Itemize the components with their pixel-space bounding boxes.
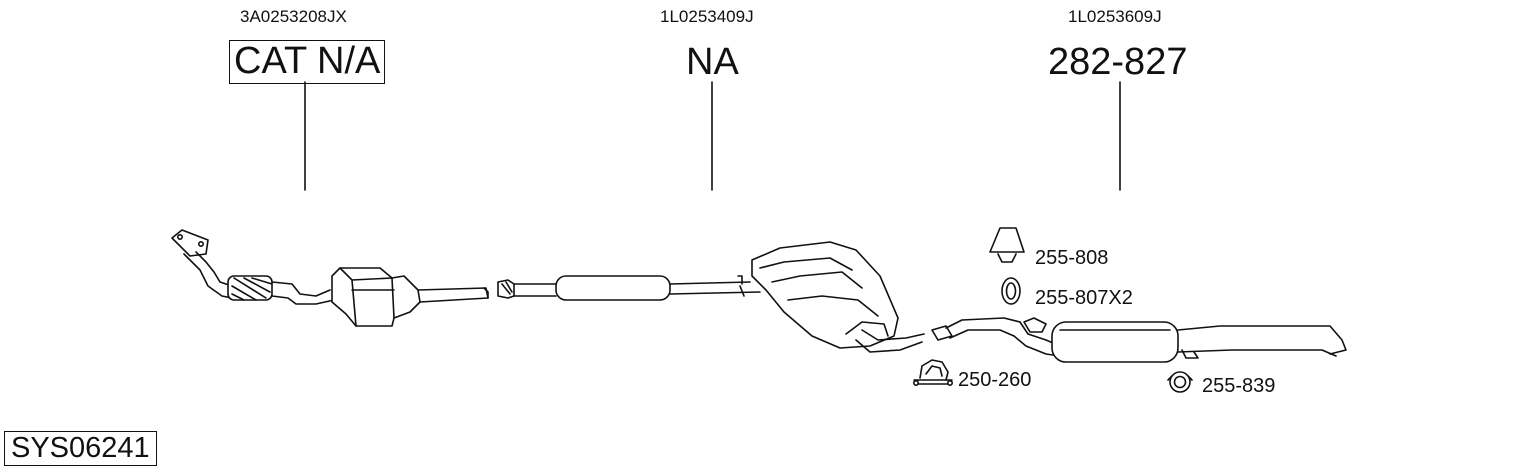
ring-mount-icon	[1167, 371, 1193, 393]
accessory-label-mount: 255-839	[1202, 375, 1276, 397]
part-label-rear: 282-827	[1048, 41, 1188, 83]
center-silencer-part	[497, 241, 925, 353]
rubber-hanger-icon	[989, 227, 1025, 263]
accessory-label-hanger: 255-808	[1035, 247, 1109, 269]
rubber-ring-icon	[1001, 277, 1021, 305]
rear-silencer-part	[931, 317, 1347, 363]
clamp-icon	[912, 359, 953, 386]
oem-number-cat: 3A0253208JX	[240, 7, 347, 26]
front-pipe-part	[171, 229, 335, 305]
catalytic-converter-part	[331, 267, 489, 327]
part-label-center: NA	[686, 41, 739, 83]
oem-number-center: 1L0253409J	[660, 7, 754, 26]
oem-number-rear: 1L0253609J	[1068, 7, 1162, 26]
system-code-label: SYS06241	[4, 431, 157, 466]
accessory-label-ring: 255-807X2	[1035, 287, 1133, 309]
part-label-cat: CAT N/A	[229, 40, 386, 84]
accessory-label-clamp: 250-260	[958, 369, 1032, 391]
